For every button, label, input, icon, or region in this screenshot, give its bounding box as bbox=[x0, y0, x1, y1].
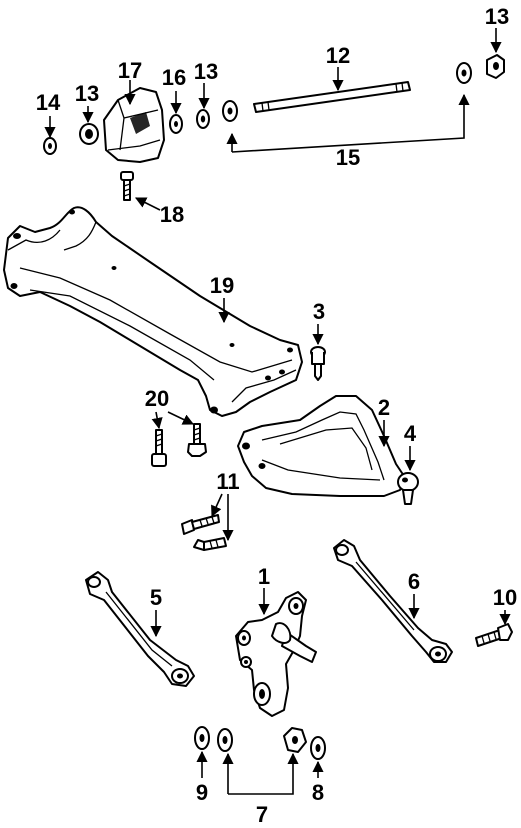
callout-9: 9 bbox=[196, 780, 208, 805]
callout-labels: 13 12 17 13 16 13 14 15 18 19 3 20 2 4 1… bbox=[36, 4, 517, 827]
callout-4: 4 bbox=[404, 421, 417, 446]
callout-17: 17 bbox=[118, 58, 142, 83]
bolt-20-right-part bbox=[187, 423, 207, 457]
bolt-3-part bbox=[310, 346, 326, 381]
rod-12-part bbox=[253, 81, 411, 113]
washer-16-part bbox=[169, 114, 183, 134]
callout-13-top-right: 13 bbox=[485, 4, 509, 29]
link-6-part bbox=[333, 539, 453, 663]
washer-7-left-part bbox=[217, 728, 233, 752]
washer-8-part bbox=[310, 736, 326, 760]
callout-5: 5 bbox=[150, 585, 162, 610]
link-5-part bbox=[85, 571, 195, 687]
bushing-13-middle-part bbox=[196, 109, 210, 129]
crossmember-part bbox=[3, 206, 303, 417]
callout-2: 2 bbox=[378, 395, 390, 420]
bolt-11-upper-part bbox=[181, 514, 220, 535]
washer-14-part bbox=[43, 137, 57, 155]
mount-bracket-part bbox=[103, 87, 165, 163]
bolt-10-part bbox=[475, 623, 513, 647]
callout-11: 11 bbox=[216, 469, 239, 494]
bracket-bolt-part bbox=[120, 171, 134, 201]
callout-8: 8 bbox=[312, 780, 324, 805]
ball-joint-4-part bbox=[397, 472, 419, 505]
bushing-13-right-part bbox=[486, 54, 505, 79]
leader-lines bbox=[44, 28, 511, 795]
washer-15-left-part bbox=[222, 100, 238, 122]
nut-7-right-part bbox=[283, 727, 307, 753]
bushing-13-left-part bbox=[79, 123, 99, 145]
callout-15: 15 bbox=[336, 145, 360, 170]
callout-16: 16 bbox=[162, 65, 186, 90]
callout-13-middle: 13 bbox=[194, 59, 218, 84]
callout-19: 19 bbox=[210, 273, 234, 298]
knuckle-1-part bbox=[235, 591, 317, 717]
callout-7: 7 bbox=[256, 802, 268, 827]
callout-20: 20 bbox=[145, 386, 169, 411]
callout-10: 10 bbox=[493, 585, 517, 610]
callout-18: 18 bbox=[160, 202, 184, 227]
callout-12: 12 bbox=[326, 43, 350, 68]
bolt-11-lower-part bbox=[193, 537, 227, 551]
washer-9-part bbox=[194, 726, 210, 750]
callout-6: 6 bbox=[408, 569, 420, 594]
bolt-20-left-part bbox=[151, 429, 167, 467]
washer-15-right-part bbox=[456, 62, 472, 84]
callout-14: 14 bbox=[36, 90, 61, 115]
callout-3: 3 bbox=[313, 299, 325, 324]
callout-13-left: 13 bbox=[75, 81, 99, 106]
callout-1: 1 bbox=[258, 564, 270, 589]
control-arm-2-part bbox=[237, 395, 405, 497]
